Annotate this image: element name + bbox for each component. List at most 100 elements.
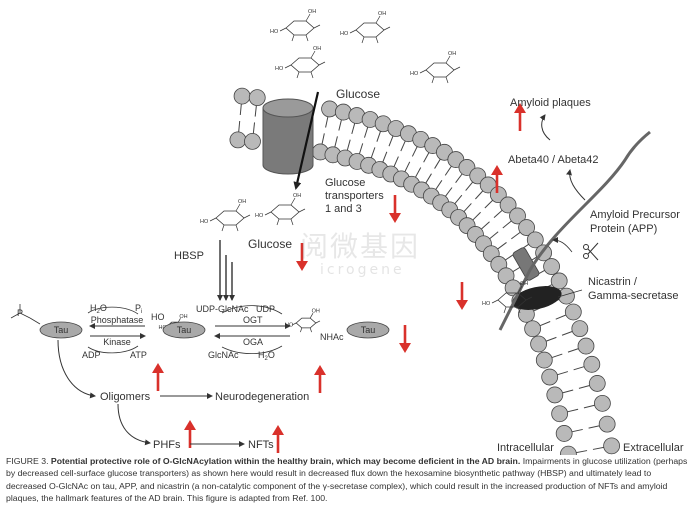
sugar-bond xyxy=(361,36,365,44)
sugar-bond xyxy=(243,214,251,219)
glucose-inner-label: Glucose xyxy=(248,237,292,251)
lipid-head xyxy=(550,272,568,290)
phosphate-group-icon xyxy=(10,304,41,325)
sugar-bond xyxy=(300,327,303,333)
oh-group: OH xyxy=(308,9,316,15)
lipid-head xyxy=(248,89,266,107)
sugar-bond xyxy=(264,211,272,216)
sugar-bond xyxy=(491,299,499,304)
lipid-head xyxy=(588,375,606,392)
tau-label-3: Tau xyxy=(361,325,376,335)
sugar-bond xyxy=(445,55,451,64)
sugar-bond xyxy=(296,71,300,79)
sugar-ring-icon xyxy=(215,210,245,226)
atp-label: ATP xyxy=(130,350,147,360)
h2o-left: H2O xyxy=(90,303,107,315)
sugar-bond xyxy=(431,76,435,84)
red-arrows xyxy=(152,103,526,453)
sugar-bond xyxy=(305,13,311,22)
red-up-arrowhead xyxy=(314,365,326,375)
glcnac-label: GlcNAc xyxy=(208,350,239,360)
lipid-head xyxy=(321,100,338,118)
red-down-arrowhead xyxy=(389,213,401,223)
sugar-ring-icon xyxy=(285,20,315,36)
sugar-bond xyxy=(383,26,391,31)
lipid-head xyxy=(526,231,544,249)
lipid-head xyxy=(535,351,553,369)
lipid-head xyxy=(551,405,569,423)
transporter-label-3: 1 and 3 xyxy=(325,203,362,215)
lipid-head xyxy=(499,196,517,214)
ph-curve-adp xyxy=(87,345,139,354)
tau-glcnac xyxy=(346,321,390,339)
lipid-head xyxy=(489,186,507,204)
sugar-bond xyxy=(290,218,294,226)
sugar-bond xyxy=(315,320,321,324)
figure-caption: FIGURE 3. Potential protective role of O… xyxy=(6,455,694,505)
sugar-bond xyxy=(290,197,296,206)
sugar-bond xyxy=(419,69,427,74)
oh-group: OH xyxy=(312,309,320,315)
amyloid-plaques-label: Amyloid plaques xyxy=(510,97,591,109)
red-down-arrowhead xyxy=(296,261,308,271)
lipid-head xyxy=(530,335,547,353)
glucose-molecules: HOOHHOOHHOOHHOOHHOOHHOOHHOOHHOOHHOOH xyxy=(159,9,533,334)
app-label-2: Protein (APP) xyxy=(590,223,657,235)
lipid-head xyxy=(543,258,560,275)
og-curve-udp xyxy=(221,305,283,315)
sugar-bond xyxy=(279,27,287,32)
glucose-transporter xyxy=(262,98,314,175)
sugar-bond xyxy=(318,61,326,66)
sugar-bond xyxy=(525,296,533,301)
oh-group: OH xyxy=(179,314,187,320)
sugar-bond xyxy=(375,36,379,44)
oh-group: OH xyxy=(238,199,246,205)
adp-label: ADP xyxy=(82,350,101,360)
sugar-ring-icon xyxy=(270,204,300,220)
tau-phospho xyxy=(39,321,83,339)
red-up-arrowhead xyxy=(272,425,284,435)
oh-group: OH xyxy=(293,193,301,199)
secretase-curve-arrow xyxy=(552,237,573,253)
nhac-label: NHAc xyxy=(320,332,344,342)
lipid-head xyxy=(593,394,611,412)
ho-group: HO xyxy=(410,71,419,77)
nicastrin-label-2: Gamma-secretase xyxy=(588,290,678,302)
transporter-label-2: transporters xyxy=(325,190,384,202)
sugar-bond xyxy=(209,217,217,222)
app-label-1: Amyloid Precursor xyxy=(590,209,680,221)
oh-group: OH xyxy=(448,51,456,57)
neurodegeneration-label: Neurodegeneration xyxy=(215,391,309,403)
watermark-sub: icrogene xyxy=(320,262,405,278)
abeta-label: Abeta40 / Abeta42 xyxy=(508,154,599,166)
app-to-abeta-arrow xyxy=(566,169,586,201)
sugar-bond xyxy=(313,24,321,29)
extracellular-label: Extracellular xyxy=(623,442,684,454)
lipid-head xyxy=(244,132,261,150)
oga-label: OGA xyxy=(243,337,263,347)
sugar-bond xyxy=(235,203,241,212)
sugar-bond xyxy=(291,322,297,326)
red-up-arrowhead xyxy=(184,420,196,430)
ho-group: HO xyxy=(255,213,264,219)
sugar-bond xyxy=(375,15,381,24)
sugar-bond xyxy=(453,66,461,71)
red-down-arrowhead xyxy=(456,300,468,310)
sugar-bond xyxy=(309,313,314,319)
ho-group: HO xyxy=(482,301,491,307)
caption-text: Impairments in glucose utilization (perh… xyxy=(6,456,688,504)
hbsp-label: HBSP xyxy=(174,250,204,262)
sugar-bond xyxy=(445,76,449,84)
ho-group: HO xyxy=(275,66,284,72)
sugar-bond xyxy=(221,224,225,232)
caption-prefix: FIGURE 3. xyxy=(6,456,51,466)
lipid-head xyxy=(541,368,559,386)
lipid-head xyxy=(598,415,616,433)
nfts-label: NFTs xyxy=(248,439,274,451)
sugar-ring-icon xyxy=(425,62,455,78)
ho-label-tau: HO xyxy=(151,312,165,322)
ogt-label: OGT xyxy=(243,315,263,325)
red-up-arrowhead xyxy=(514,103,526,113)
sugar-bond xyxy=(503,306,507,314)
sugar-bond xyxy=(310,50,316,59)
